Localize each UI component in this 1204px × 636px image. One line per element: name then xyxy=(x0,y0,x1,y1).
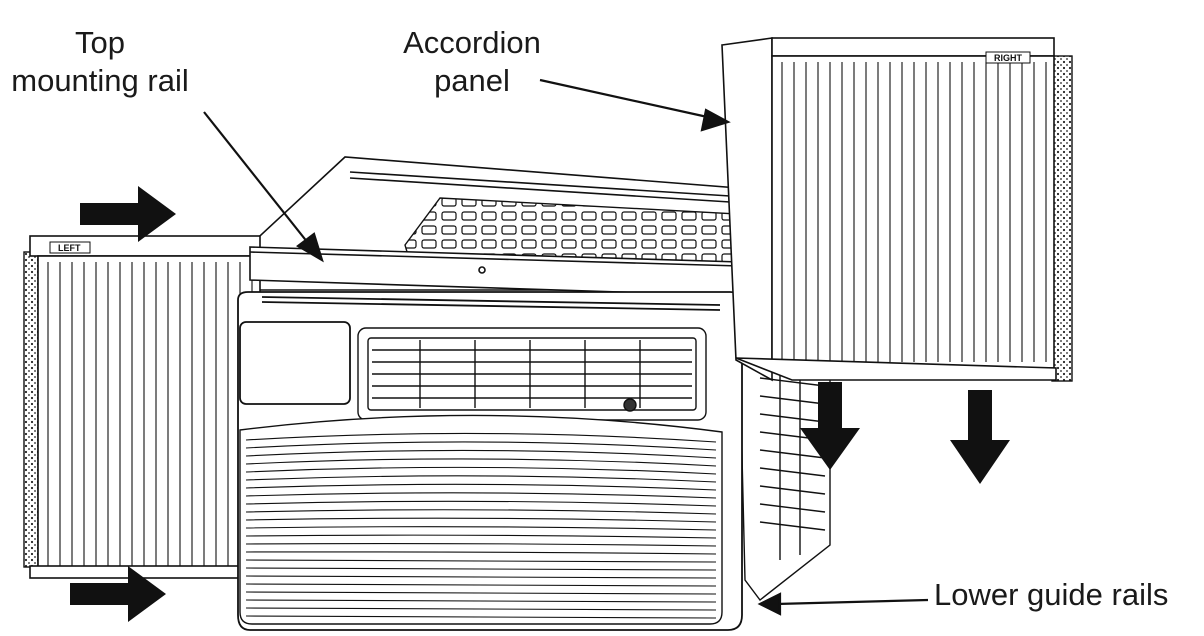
front-intake-grille xyxy=(239,414,723,625)
lower-rails-leader-arrowhead xyxy=(757,592,782,616)
top-rail-leader-line xyxy=(203,111,313,249)
front-grille-line xyxy=(245,475,717,483)
front-louver-vent xyxy=(357,327,707,421)
front-grille-line xyxy=(245,542,717,547)
left-accordion-panel: LEFT xyxy=(23,235,263,579)
top-mounting-rail-label-line1: Top xyxy=(75,25,125,60)
arrow-right-icon xyxy=(80,186,176,242)
lower-guide-rails-label: Lower guide rails xyxy=(934,577,1169,612)
top-rail-leader-arrowhead xyxy=(296,232,324,263)
front-grille-line xyxy=(245,449,717,459)
front-grille-line xyxy=(245,458,717,467)
front-grille-line xyxy=(245,500,717,507)
front-grille-line xyxy=(245,441,717,451)
front-grille-line xyxy=(245,517,717,523)
arrow-down-icon xyxy=(800,382,860,470)
arrow-right-icon xyxy=(70,566,166,622)
top-mounting-rail-label: Top mounting rail xyxy=(0,24,200,100)
front-grille-line xyxy=(245,575,717,579)
front-grille-line xyxy=(245,526,717,531)
front-grille-line xyxy=(245,492,717,499)
accordion-leader-arrowhead xyxy=(700,108,731,132)
right-panel-tag: RIGHT xyxy=(994,53,1023,63)
right-panel-slats xyxy=(781,62,1047,362)
accordion-panel-label-line2: panel xyxy=(434,63,510,98)
front-grille-line xyxy=(245,509,717,515)
front-grille-line xyxy=(245,607,717,611)
arrow-down-icon xyxy=(950,390,1010,484)
right-accordion-panel: RIGHT xyxy=(721,37,1073,382)
front-grille-line xyxy=(245,534,717,539)
front-grille-line xyxy=(245,567,717,571)
front-grille-line xyxy=(245,599,717,603)
accordion-leader-line xyxy=(539,78,713,120)
accordion-panel-label-line1: Accordion xyxy=(403,25,541,60)
front-grille-line xyxy=(245,615,717,619)
front-grille-line xyxy=(245,591,717,595)
top-mounting-rail-label-line2: mounting rail xyxy=(11,63,189,98)
front-grille-line xyxy=(245,466,717,475)
front-grille-line xyxy=(245,483,717,491)
front-grille-line xyxy=(245,559,717,563)
front-grille-line xyxy=(245,583,717,587)
left-panel-tag: LEFT xyxy=(58,243,81,253)
front-grille-line xyxy=(245,432,717,443)
front-grille-line xyxy=(245,551,717,555)
lower-rails-leader-line xyxy=(775,598,929,606)
accordion-panel-label: Accordion panel xyxy=(392,24,552,100)
